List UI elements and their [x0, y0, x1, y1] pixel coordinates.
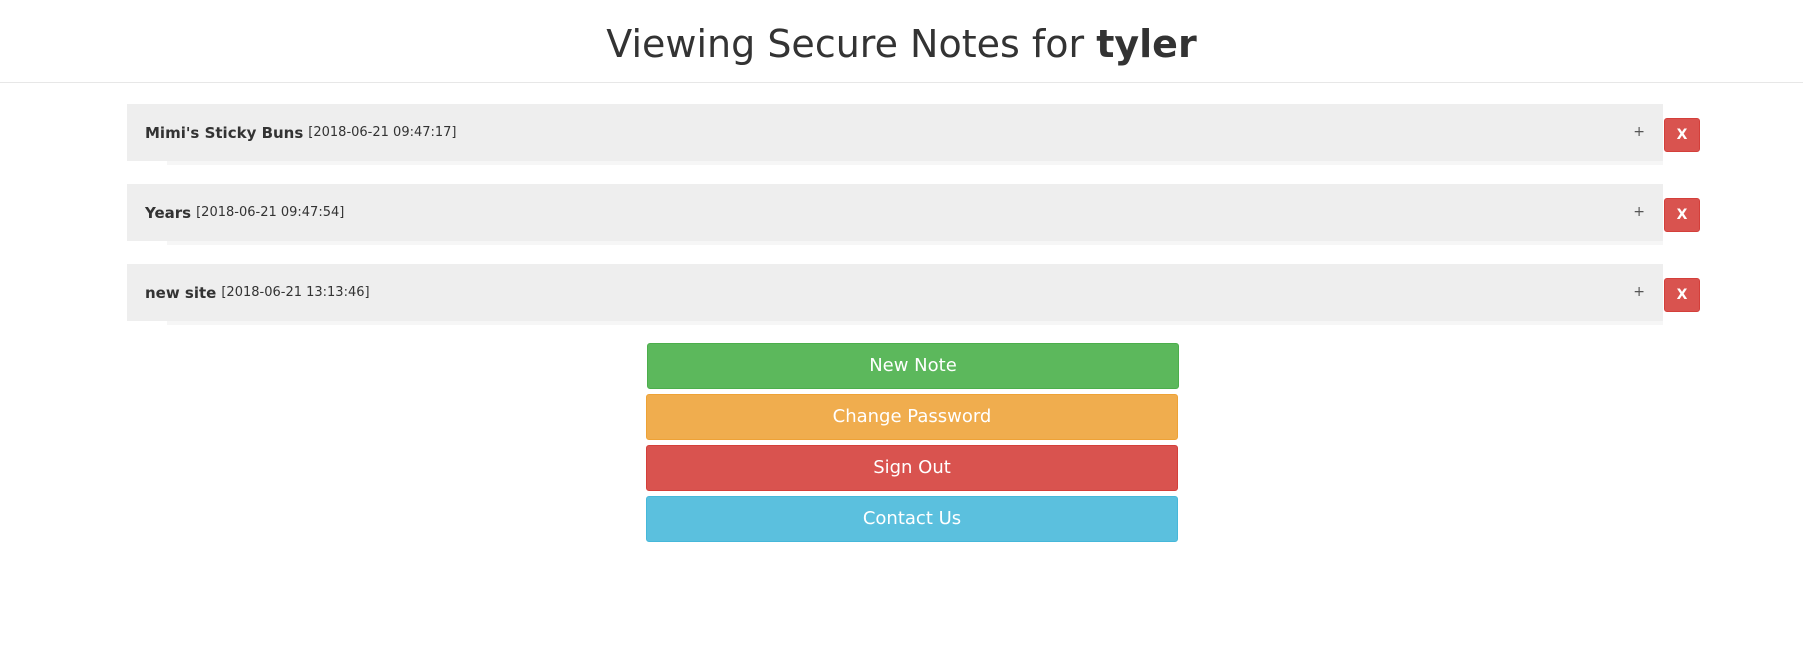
contact-us-button[interactable]: Contact Us [646, 496, 1178, 542]
page-title-prefix: Viewing Secure Notes for [606, 22, 1085, 66]
note-panel-header[interactable]: new site [2018-06-21 13:13:46] + [127, 264, 1663, 325]
page-title-username: tyler [1096, 22, 1197, 66]
page-header: Viewing Secure Notes for tyler [0, 0, 1803, 83]
expand-icon[interactable]: + [1633, 124, 1645, 140]
note-item: Years [2018-06-21 09:47:54] + X [127, 184, 1700, 264]
expand-icon[interactable]: + [1633, 204, 1645, 220]
notes-list: Mimi's Sticky Buns [2018-06-21 09:47:17]… [127, 104, 1700, 344]
action-buttons: New Note Change Password Sign Out Contac… [646, 343, 1179, 547]
note-item: Mimi's Sticky Buns [2018-06-21 09:47:17]… [127, 104, 1700, 184]
delete-note-button[interactable]: X [1664, 118, 1700, 152]
note-panel-header[interactable]: Mimi's Sticky Buns [2018-06-21 09:47:17]… [127, 104, 1663, 165]
note-date: [2018-06-21 09:47:54] [196, 205, 345, 220]
note-date: [2018-06-21 09:47:17] [308, 125, 457, 140]
note-title: new site [145, 283, 217, 302]
sign-out-button[interactable]: Sign Out [646, 445, 1178, 491]
page-title: Viewing Secure Notes for tyler [0, 0, 1803, 68]
expand-icon[interactable]: + [1633, 284, 1645, 300]
note-item: new site [2018-06-21 13:13:46] + X [127, 264, 1700, 344]
new-note-button[interactable]: New Note [647, 343, 1179, 389]
change-password-button[interactable]: Change Password [646, 394, 1178, 440]
note-title: Mimi's Sticky Buns [145, 123, 304, 142]
delete-note-button[interactable]: X [1664, 198, 1700, 232]
note-panel-header[interactable]: Years [2018-06-21 09:47:54] + [127, 184, 1663, 245]
delete-note-button[interactable]: X [1664, 278, 1700, 312]
note-title: Years [145, 203, 192, 222]
note-date: [2018-06-21 13:13:46] [221, 285, 370, 300]
